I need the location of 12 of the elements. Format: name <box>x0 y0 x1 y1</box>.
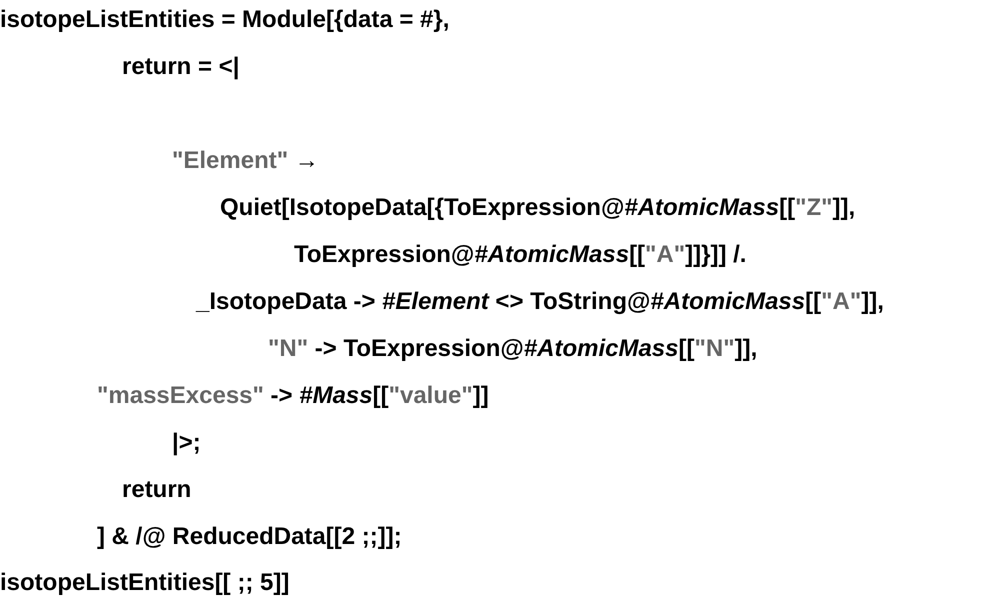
code-line: isotopeListEntities = Module[{data = #}, <box>0 5 450 35</box>
code-line: |>; <box>172 428 201 458</box>
code-line: return <box>122 475 192 505</box>
code-line: return = <| <box>122 52 240 82</box>
code-line: _IsotopeData -> #Element <> ToString@#AtomicMass[["A"]], <box>196 287 884 317</box>
code-line: "Element" → <box>172 146 319 176</box>
code-line: Quiet[IsotopeData[{ToExpression@#AtomicMass[["Z"]], <box>220 193 856 223</box>
code-line: isotopeListEntities[[ ;; 5]] <box>0 568 290 598</box>
code-line: "massExcess" -> #Mass[["value"]] <box>97 381 489 411</box>
code-line: ] & /@ ReducedData[[2 ;;]]; <box>97 522 402 552</box>
code-line: "N" -> ToExpression@#AtomicMass[["N"]], <box>268 334 758 364</box>
code-line: ToExpression@#AtomicMass[["A"]]}]] /. <box>294 240 746 270</box>
